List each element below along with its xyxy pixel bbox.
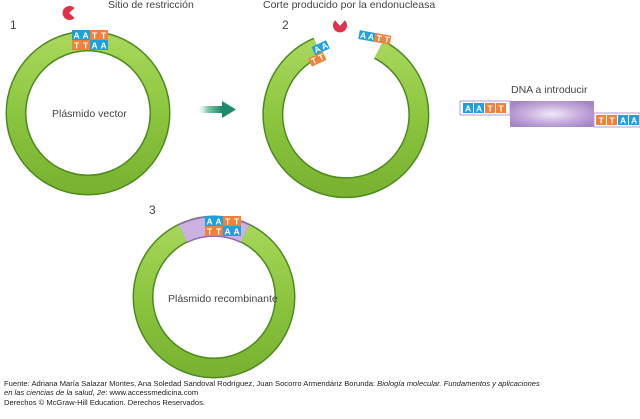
dna-insert: A A T T T T A A bbox=[459, 100, 640, 128]
credit-line-3: Derechos © McGraw-Hill Education. Derech… bbox=[4, 397, 205, 407]
svg-text:A: A bbox=[631, 116, 637, 126]
step-1-number: 1 bbox=[10, 18, 17, 32]
endonuclease-cut-caption: Corte producido por la endonucleasa bbox=[263, 0, 435, 11]
base-a bbox=[81, 30, 90, 40]
svg-text:T: T bbox=[317, 51, 327, 63]
base-a-label: A bbox=[92, 41, 98, 51]
svg-text:A: A bbox=[312, 43, 322, 55]
endonuclease-icon bbox=[333, 20, 347, 33]
svg-text:T: T bbox=[207, 227, 213, 237]
svg-text:T: T bbox=[499, 104, 505, 114]
base-t bbox=[99, 30, 108, 40]
svg-text:T: T bbox=[216, 227, 222, 237]
svg-text:A: A bbox=[225, 227, 231, 237]
base-t bbox=[90, 30, 99, 40]
svg-text:A: A bbox=[367, 31, 375, 42]
left-sticky-end: A A T T bbox=[308, 40, 330, 67]
svg-text:A: A bbox=[234, 227, 240, 237]
step-3-number: 3 bbox=[149, 203, 156, 217]
base-a-label: A bbox=[83, 31, 89, 41]
base-a bbox=[72, 30, 81, 40]
svg-text:T: T bbox=[599, 116, 605, 126]
base-a-label: A bbox=[101, 41, 107, 51]
dna-insert-caption: DNA a introducir bbox=[511, 84, 588, 96]
svg-text:T: T bbox=[310, 55, 320, 67]
svg-text:T: T bbox=[225, 217, 231, 227]
endonuclease-icon bbox=[62, 5, 75, 21]
svg-text:A: A bbox=[320, 40, 330, 52]
svg-text:T: T bbox=[488, 104, 494, 114]
svg-text:A: A bbox=[207, 217, 213, 227]
step-2-number: 2 bbox=[282, 18, 289, 32]
base-t-label: T bbox=[92, 31, 98, 41]
base-t bbox=[72, 40, 81, 50]
credit-line-2: en las ciencias de la salud, 2e: www.acc… bbox=[4, 388, 199, 398]
process-arrow-icon bbox=[196, 101, 236, 118]
svg-text:T: T bbox=[384, 34, 392, 45]
credit-line-1: Fuente: Adriana María Salazar Montes, An… bbox=[4, 379, 540, 388]
right-sticky-end: A A T T bbox=[358, 30, 392, 45]
recombinant-plasmid-label: Plásmido recombinante bbox=[168, 293, 278, 305]
svg-text:A: A bbox=[465, 104, 471, 114]
base-a bbox=[99, 40, 108, 50]
svg-text:A: A bbox=[476, 104, 482, 114]
restriction-site-bases: A A T T T T A A bbox=[72, 30, 108, 51]
svg-text:A: A bbox=[359, 30, 367, 41]
svg-text:A: A bbox=[620, 116, 626, 126]
base-t bbox=[81, 40, 90, 50]
restriction-site-caption: Sitio de restricción bbox=[108, 0, 194, 11]
plasmid-vector-label: Plásmido vector bbox=[52, 108, 127, 120]
source-credit: Fuente: Adriana María Salazar Montes, An… bbox=[4, 379, 634, 407]
base-a-label: A bbox=[74, 31, 80, 41]
svg-text:T: T bbox=[376, 33, 384, 44]
svg-text:T: T bbox=[610, 116, 616, 126]
recombinant-junction-bases: A A T T T T A A bbox=[205, 216, 241, 237]
base-t-label: T bbox=[83, 41, 89, 51]
svg-text:T: T bbox=[234, 217, 240, 227]
cut-plasmid-ring bbox=[262, 37, 430, 199]
base-a bbox=[90, 40, 99, 50]
base-t-label: T bbox=[101, 31, 107, 41]
restriction-cloning-diagram: 1 Sitio de restricción A A T T T T A A P… bbox=[5, 0, 640, 379]
base-t-label: T bbox=[74, 41, 80, 51]
svg-text:A: A bbox=[216, 217, 222, 227]
